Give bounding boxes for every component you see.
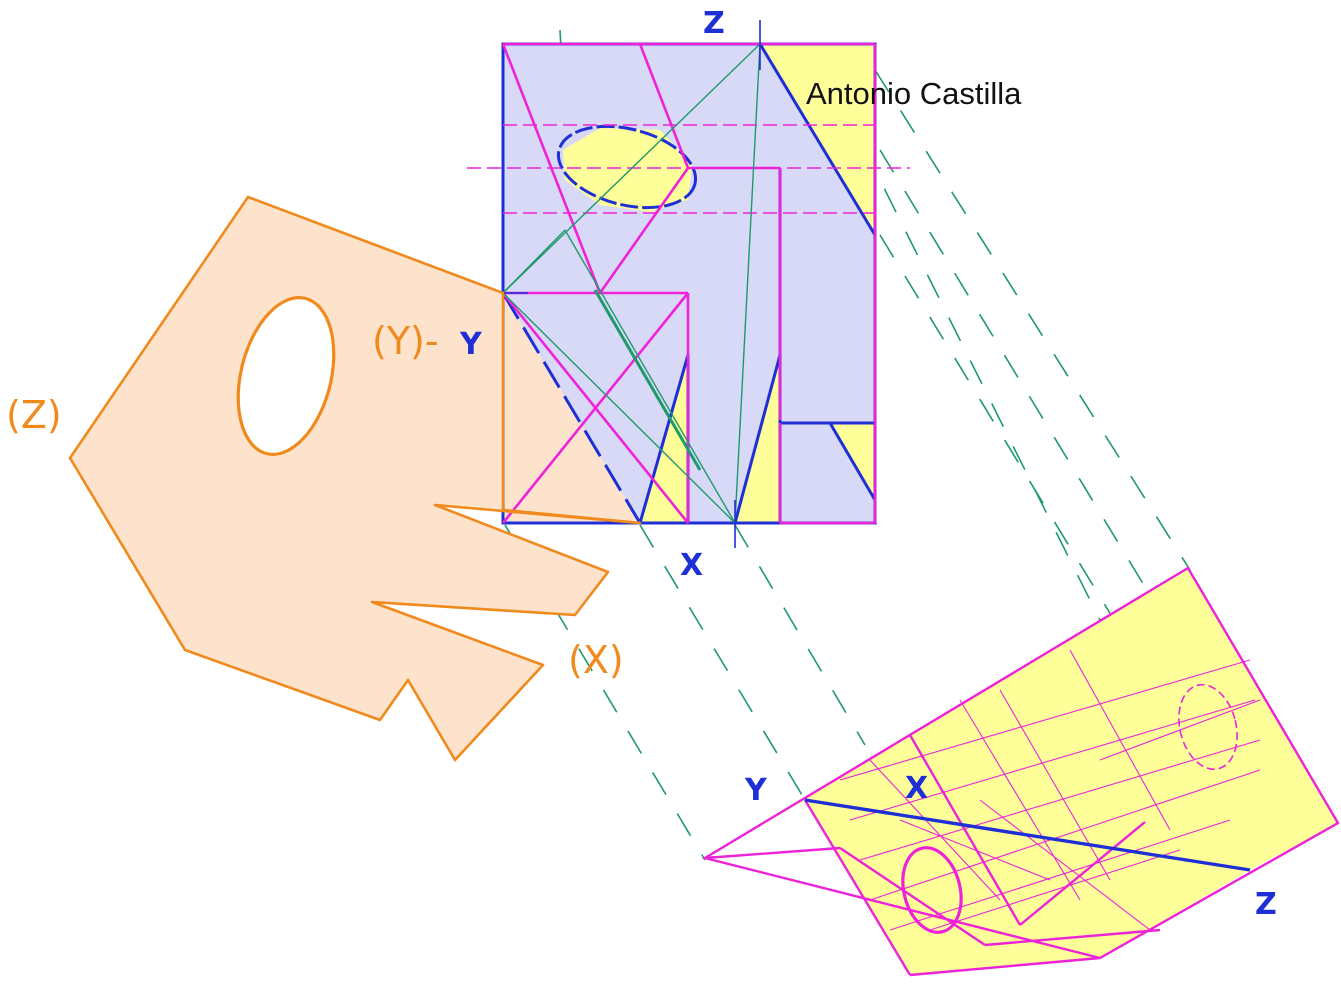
aux-z-label: Z — [1255, 887, 1277, 922]
aux-x-label: X — [905, 771, 928, 806]
aux-axis-line — [804, 798, 1251, 872]
front-y-label: Y — [459, 327, 483, 362]
rotated-x-label: (X) — [568, 638, 624, 682]
front-hole-ellipse — [556, 124, 698, 210]
rotated-view-shape — [68, 195, 642, 762]
rotated-y-pair-label: (Y)- — [372, 319, 439, 363]
aux-y-label: Y — [744, 773, 768, 808]
rotated-z-label: (Z) — [6, 393, 62, 437]
aux-hole-far — [1178, 683, 1238, 771]
front-x-label: X — [680, 548, 703, 583]
front-z-label: Z — [703, 6, 725, 41]
auxiliary-view — [701, 566, 1340, 977]
front-yellow-ellipse-fill — [563, 128, 692, 212]
front-view — [467, 20, 910, 548]
aux-hole-near — [901, 846, 963, 934]
author-name: Antonio Castilla — [806, 76, 1022, 111]
labels: Antonio Castilla Z Y X (Y)- (Z) (X) Y X … — [6, 6, 1277, 922]
rotated-hole — [236, 296, 336, 456]
rotated-view — [68, 195, 642, 762]
aux-view-body — [705, 568, 1338, 975]
